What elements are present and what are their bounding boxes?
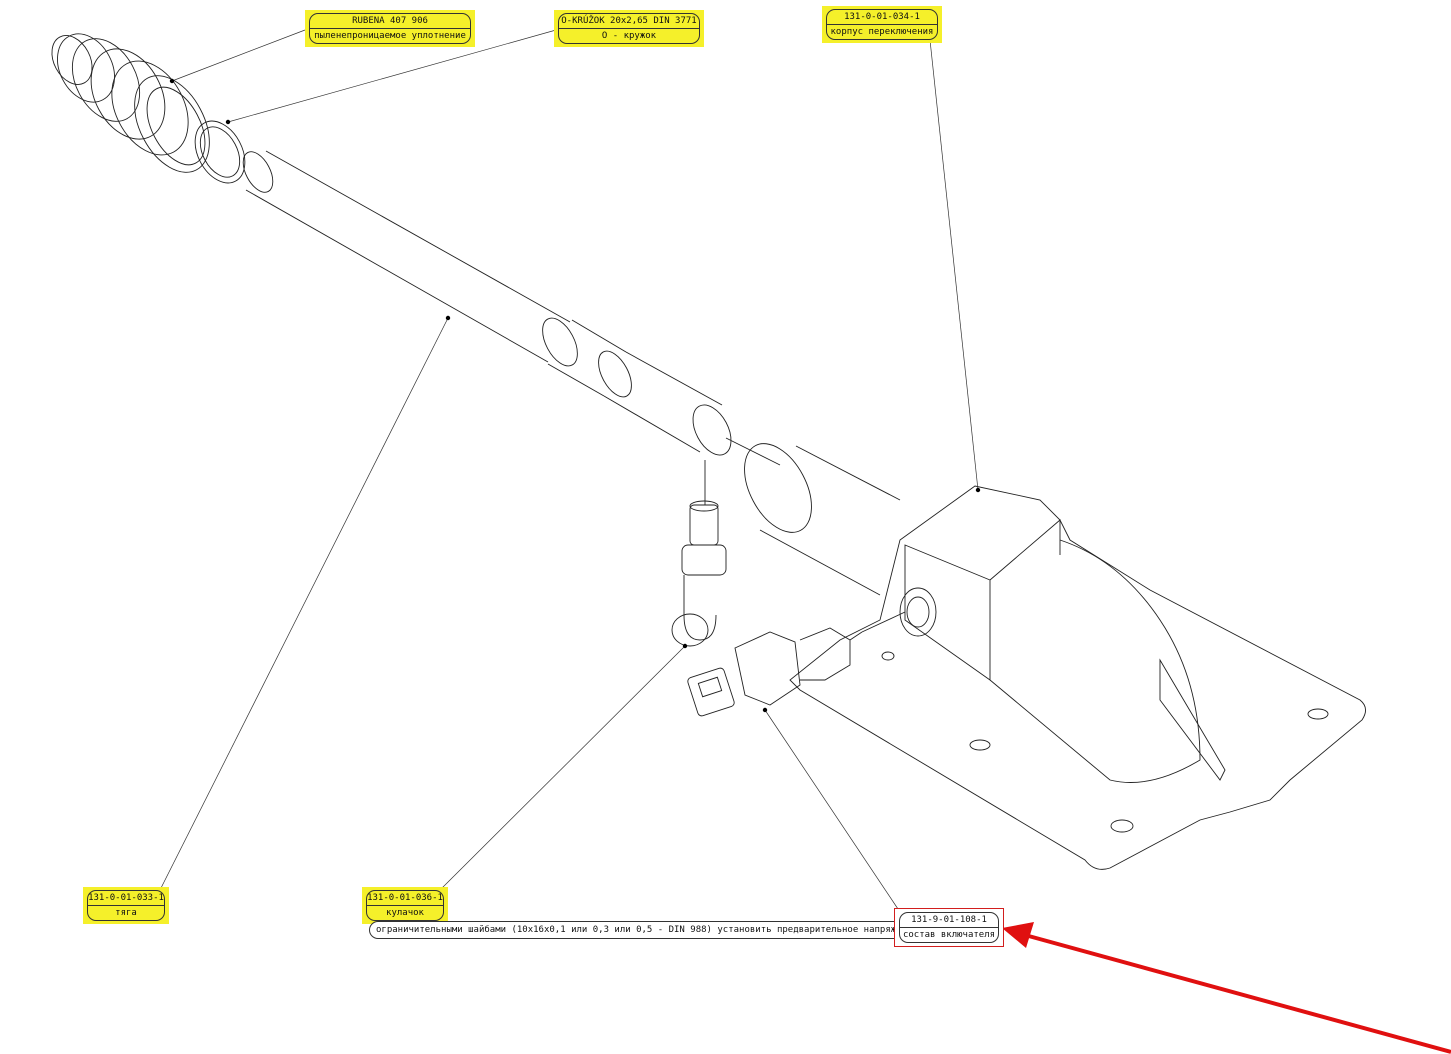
leader-oring: [227, 29, 557, 123]
label-cam: 131-0-01-036-1 кулачок: [362, 887, 448, 924]
leader-cam: [439, 645, 686, 891]
label-rubena-seal: RUBENA 407 906 пыленепроницаемое уплотне…: [305, 10, 475, 47]
label-rod-code: 131-0-01-033-1: [88, 891, 164, 906]
label-switch-assembly: 131-9-01-108-1 состав включателя: [894, 908, 1004, 947]
label-rod-name: тяга: [115, 908, 137, 918]
red-pointer-arrow: [1002, 922, 1451, 1054]
switch-assembly: [687, 611, 906, 717]
cam-part: [671, 460, 727, 647]
label-cam-name: кулачок: [386, 908, 424, 918]
label-o-ring: O-KRÚŽOK 20x2,65 DIN 3771 O - кружок: [554, 10, 704, 47]
label-rod: 131-0-01-033-1 тяга: [83, 887, 169, 924]
label-rubena-code: RUBENA 407 906: [310, 14, 470, 29]
label-switch-code: 131-9-01-108-1: [900, 913, 998, 928]
rod-shaft: [242, 150, 781, 466]
housing-cylinder: [744, 443, 901, 596]
leader-rubena: [171, 29, 306, 82]
o-ring: [194, 120, 246, 184]
label-switch-name: состав включателя: [902, 930, 996, 940]
housing-base: [789, 485, 1366, 870]
leader-rod: [159, 317, 449, 891]
leader-housing: [929, 39, 979, 491]
label-rubena-name: пыленепроницаемое уплотнение: [314, 31, 466, 41]
label-oring-code: O-KRÚŽOK 20x2,65 DIN 3771: [559, 14, 699, 29]
label-housing-name: корпус переключения: [830, 27, 934, 37]
assembly-note: ограничительными шайбами (10x16x0,1 или …: [369, 921, 925, 939]
label-housing: 131-0-01-034-1 корпус переключения: [822, 6, 942, 43]
label-housing-code: 131-0-01-034-1: [827, 10, 937, 25]
label-oring-name: O - кружок: [601, 31, 657, 41]
leader-switch: [764, 709, 901, 913]
dust-seal-boot: [51, 33, 210, 173]
label-cam-code: 131-0-01-036-1: [367, 891, 443, 906]
